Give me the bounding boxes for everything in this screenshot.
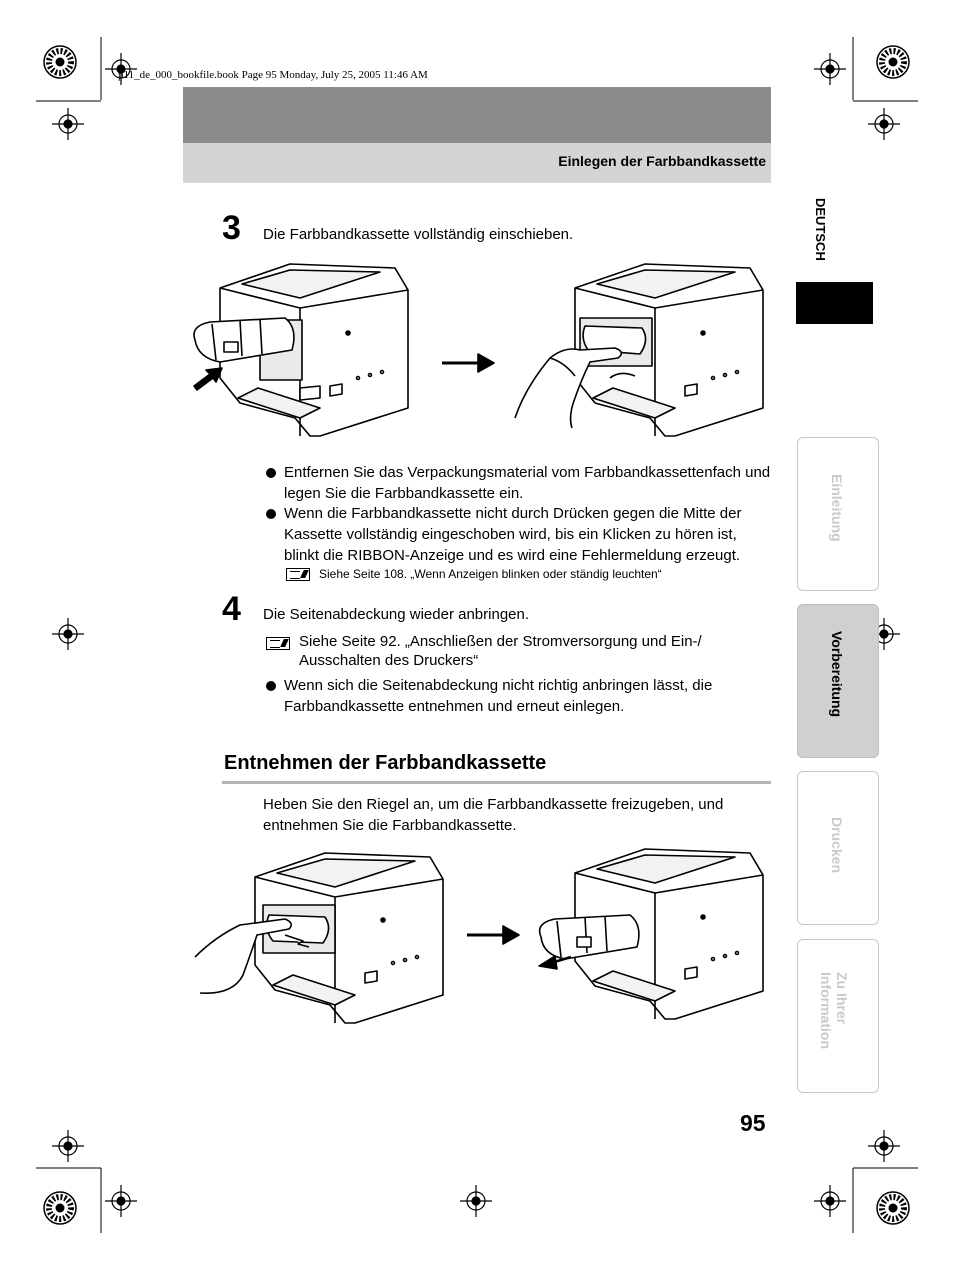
header-subbar [183,143,771,183]
step-number: 4 [222,590,241,628]
bullet-icon [266,509,276,519]
list-item-text: Wenn sich die Seitenabdeckung nicht rich… [284,677,713,715]
language-label: DEUTSCH [813,198,828,261]
list-item-text: Entfernen Sie das Verpackungsmaterial vo… [284,464,771,502]
tab-label: Einleitung [829,474,845,542]
list-item: Wenn sich die Seitenabdeckung nicht rich… [266,675,776,717]
header-bar [183,87,771,143]
tab-drucken[interactable]: Drucken [797,771,879,925]
file-info: p11_de_000_bookfile.book Page 95 Monday,… [118,69,428,81]
bullet-icon [266,468,276,478]
language-marker [796,282,873,324]
tab-vorbereitung[interactable]: Vorbereitung [797,604,879,758]
step-text: Die Farbbandkassette vollständig einschi… [263,226,574,243]
step-number: 3 [222,209,241,247]
page-number: 95 [740,1110,766,1136]
bullet-icon [266,681,276,691]
section-rule [222,781,771,784]
illustration-insert-cassette [193,263,764,437]
tab-einleitung[interactable]: Einleitung [797,437,879,591]
step-text: Die Seitenabdeckung wieder anbringen. [263,606,530,623]
tab-zu-ihrer-information[interactable]: Zu Ihrer Information [797,939,879,1093]
illustration-remove-cassette [194,848,764,1024]
list-item: Wenn die Farbbandkassette nicht durch Dr… [266,503,776,566]
list-item-text: Wenn die Farbbandkassette nicht durch Dr… [284,505,742,564]
list-item: Entfernen Sie das Verpackungsmaterial vo… [266,462,776,504]
page-header-title: Einlegen der Farbbandkassette [558,153,766,169]
tab-label: Vorbereitung [829,631,845,718]
memo-icon [286,568,310,581]
reference-note[interactable]: Siehe Seite 92. „Anschließen der Stromve… [299,633,702,669]
section-title: Entnehmen der Farbbandkassette [224,752,547,774]
tab-label: Drucken [829,817,845,874]
tab-label: Zu Ihrer Information [818,972,850,1049]
reference-note[interactable]: Siehe Seite 108. „Wenn Anzeigen blinken … [319,567,662,581]
section-text: Heben Sie den Riegel an, um die Farbband… [263,796,724,834]
memo-icon [266,637,290,650]
